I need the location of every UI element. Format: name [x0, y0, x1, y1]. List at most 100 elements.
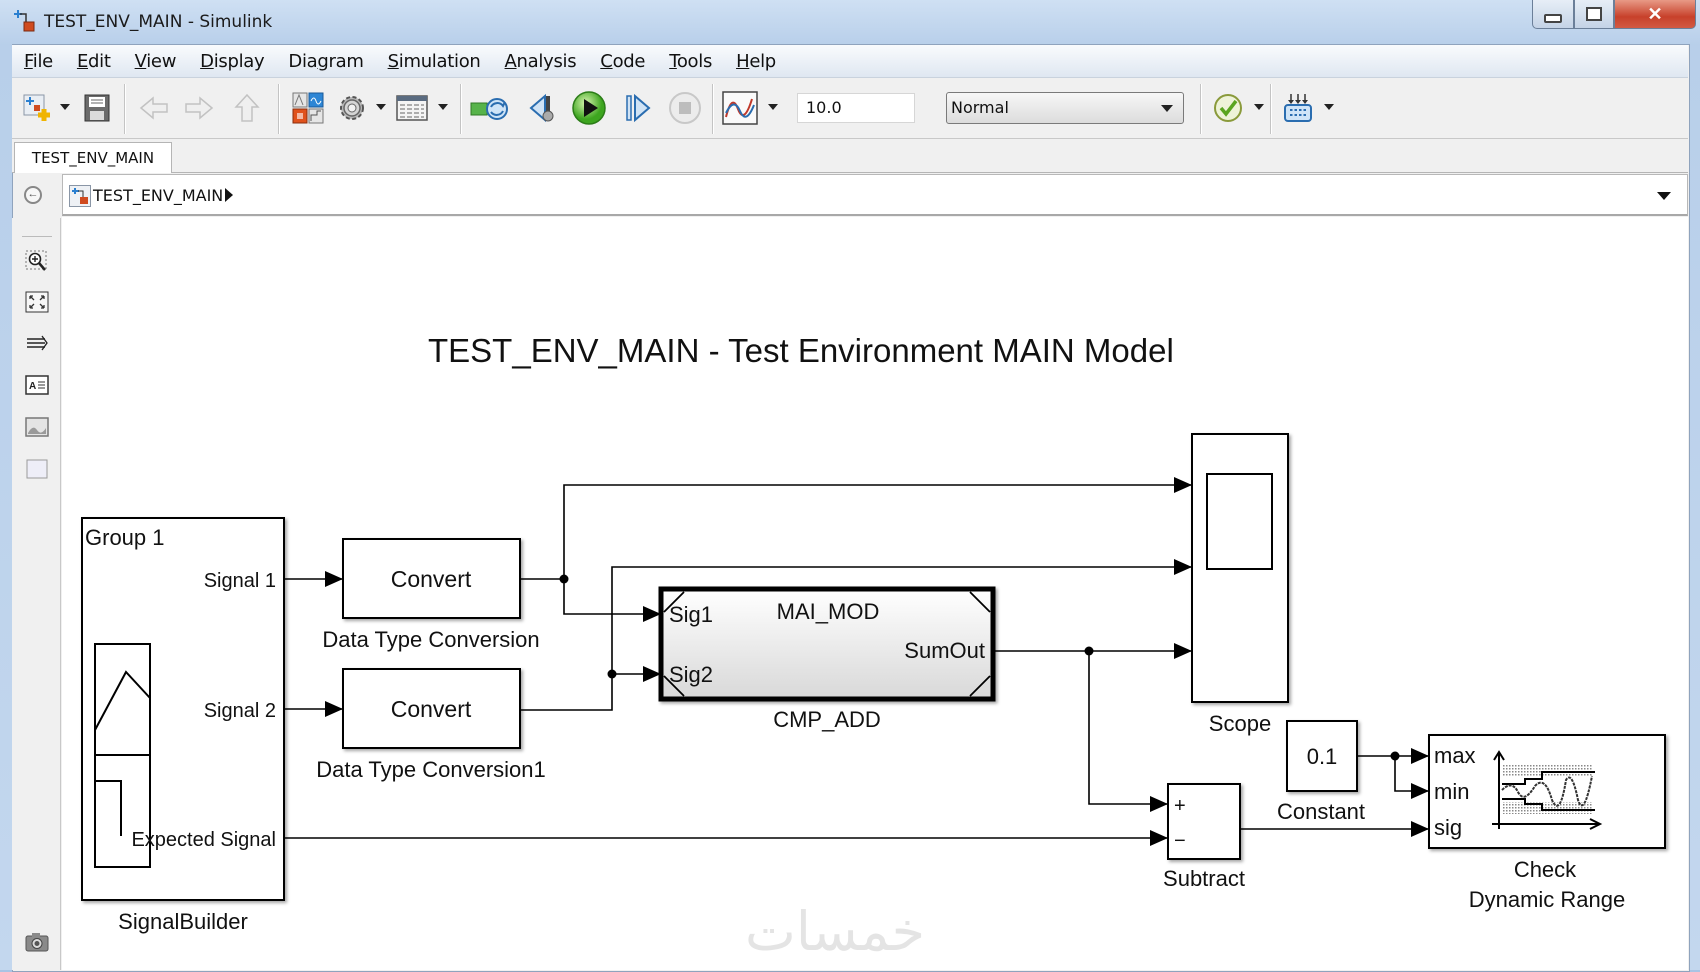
check-dynamic-range-block[interactable]: max min sig Check Dynamic Range: [1428, 734, 1666, 912]
save-icon: [84, 94, 110, 122]
convert1-name: Data Type Conversion: [322, 627, 539, 652]
minimize-button[interactable]: [1532, 0, 1574, 29]
menu-analysis[interactable]: Analysis: [504, 50, 577, 72]
up-button[interactable]: [230, 90, 264, 126]
chevron-down-icon: [1161, 105, 1173, 112]
toolbar-separator: [1270, 84, 1272, 134]
check-name-line1: Check: [1514, 857, 1577, 882]
model-explorer-dropdown[interactable]: [438, 104, 448, 110]
line-convert2-to-scope[interactable]: [611, 559, 1192, 674]
menu-display[interactable]: Display: [200, 50, 265, 72]
back-button[interactable]: [137, 90, 171, 126]
branch-point: [1390, 751, 1400, 761]
arrow-up-icon: [234, 93, 260, 122]
subtract-block[interactable]: + − Subtract: [1163, 783, 1245, 891]
gear-icon: [340, 96, 364, 120]
maximize-button[interactable]: [1574, 0, 1614, 29]
svg-text:A: A: [29, 381, 36, 392]
new-model-button[interactable]: [20, 90, 54, 126]
data-type-conversion1-block[interactable]: Convert Data Type Conversion1: [316, 668, 546, 782]
toolbar-separator: [1200, 84, 1202, 134]
scope-block[interactable]: Scope: [1191, 433, 1289, 736]
line-sumout-to-subtract[interactable]: [1088, 651, 1168, 812]
model-config-button[interactable]: [334, 90, 370, 126]
model-canvas[interactable]: TEST_ENV_MAIN - Test Environment MAIN Mo…: [62, 217, 1688, 970]
menu-file[interactable]: File: [24, 50, 53, 72]
toolbar-separator: [124, 84, 126, 134]
library-browser-button[interactable]: [288, 90, 328, 126]
line-convert1-to-sig1[interactable]: [563, 579, 661, 622]
menu-help[interactable]: Help: [736, 50, 776, 72]
constant-value: 0.1: [1307, 744, 1338, 769]
screenshot-icon[interactable]: [25, 931, 49, 953]
play-icon: [572, 91, 606, 125]
breadcrumb-item[interactable]: TEST_ENV_MAIN: [93, 186, 224, 205]
signal-viewer-dropdown[interactable]: [768, 104, 778, 110]
port-label-signal2: Signal 2: [204, 700, 276, 722]
line-constant-to-min[interactable]: [1394, 756, 1429, 799]
simulation-mode-value: Normal: [951, 98, 1009, 117]
step-forward-icon: [626, 93, 651, 123]
constant-block[interactable]: 0.1 Constant: [1277, 720, 1365, 824]
image-icon[interactable]: [25, 416, 49, 438]
navigate-back-button[interactable]: ←: [24, 186, 42, 204]
signal-builder-block[interactable]: Group 1 Signal 1 Signal 2 Expected Signa…: [81, 517, 285, 934]
data-type-conversion-block[interactable]: Convert Data Type Conversion: [322, 538, 540, 652]
port-label-sig: sig: [1434, 815, 1462, 840]
forward-button[interactable]: [182, 90, 216, 126]
signal-viewer-button[interactable]: [720, 90, 760, 126]
area-icon[interactable]: [25, 458, 49, 480]
toolbar: 10.0 Normal: [12, 78, 1688, 139]
breadcrumb-dropdown-icon[interactable]: [1657, 192, 1671, 200]
stop-button[interactable]: [666, 90, 704, 126]
watermark: خمسات: [745, 900, 926, 963]
stop-time-input[interactable]: 10.0: [797, 93, 915, 123]
menu-edit[interactable]: Edit: [76, 50, 111, 72]
port-label-max: max: [1434, 743, 1476, 768]
toolbar-separator: [712, 84, 714, 134]
scope-name: Scope: [1209, 711, 1271, 736]
library-browser-icon: [292, 92, 324, 124]
build-dropdown[interactable]: [1324, 104, 1334, 110]
maximize-icon: [1586, 7, 1602, 21]
constant-name: Constant: [1277, 799, 1365, 824]
line-convert1-to-scope[interactable]: [563, 477, 1192, 579]
menu-tools[interactable]: Tools: [669, 50, 713, 72]
model-explorer-button[interactable]: [394, 90, 430, 126]
annotation-icon[interactable]: A: [25, 374, 49, 396]
step-forward-button[interactable]: [620, 90, 656, 126]
menu-code[interactable]: Code: [600, 50, 646, 72]
run-button[interactable]: [570, 90, 608, 126]
window-title: TEST_ENV_MAIN - Simulink: [44, 12, 273, 32]
build-icon: [1284, 94, 1312, 122]
menu-simulation[interactable]: Simulation: [387, 50, 481, 72]
save-button[interactable]: [80, 90, 114, 126]
model-config-dropdown[interactable]: [376, 104, 386, 110]
menu-diagram[interactable]: Diagram: [288, 50, 364, 72]
breadcrumb-chevron-right-icon[interactable]: [225, 188, 233, 202]
simulation-mode-select[interactable]: Normal: [946, 92, 1184, 124]
fit-view-icon[interactable]: [25, 291, 49, 313]
zoom-icon[interactable]: [25, 250, 49, 272]
signal-viewer-icon: [722, 91, 758, 125]
signal-routing-icon[interactable]: [25, 332, 49, 354]
tab-test-env-main[interactable]: TEST_ENV_MAIN: [14, 142, 172, 173]
signal-lines: [284, 477, 1429, 846]
step-back-button[interactable]: [524, 90, 560, 126]
model-explorer-icon: [396, 95, 428, 121]
line-convert2-out[interactable]: [520, 674, 613, 711]
cmp-add-model-reference-block[interactable]: Sig1 Sig2 MAI_MOD SumOut CMP_ADD: [658, 586, 996, 732]
checkmark-icon: [1214, 94, 1242, 122]
scope-screen-icon: [1206, 473, 1273, 570]
model-advisor-button[interactable]: [1210, 90, 1246, 126]
convert2-text: Convert: [391, 696, 472, 722]
build-button[interactable]: [1280, 90, 1316, 126]
close-button[interactable]: ✕: [1614, 0, 1696, 29]
menu-view[interactable]: View: [134, 50, 177, 72]
model-advisor-dropdown[interactable]: [1254, 104, 1264, 110]
tool-palette: A: [12, 218, 61, 970]
update-diagram-button[interactable]: [468, 90, 512, 126]
port-label-sumout: SumOut: [904, 638, 985, 663]
signal-builder-group-label: Group 1: [85, 525, 165, 550]
new-model-dropdown[interactable]: [60, 104, 70, 110]
